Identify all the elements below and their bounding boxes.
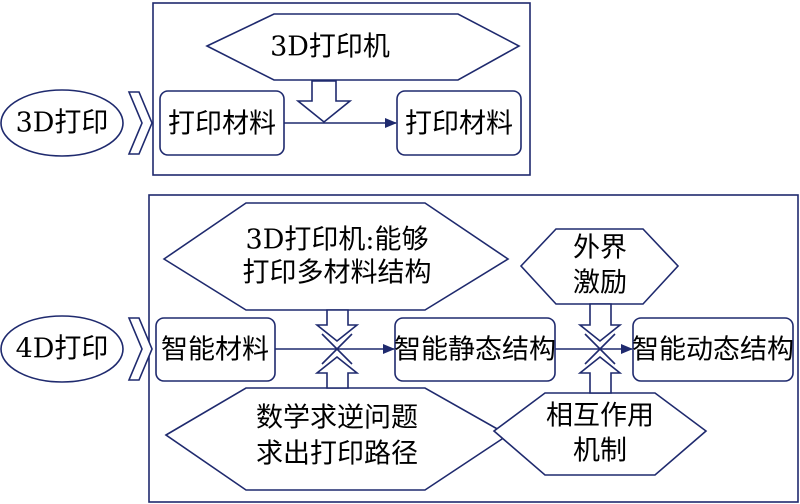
stimulus-line2: 激励 (573, 268, 627, 299)
stimulus-line1: 外界 (573, 233, 627, 264)
down-arrow-3d-icon (295, 80, 353, 124)
label-3d-text: 3D打印 (16, 108, 109, 139)
math-line2: 求出打印路径 (256, 439, 418, 470)
dynamic-structure-text: 智能动态结构 (632, 335, 794, 366)
printer-4d-line1: 3D打印机:能够 (246, 225, 429, 256)
label-3d-ellipse (0, 89, 124, 157)
interaction-line2: 机制 (573, 436, 627, 467)
static-structure-text: 智能静态结构 (394, 335, 556, 366)
chevron-3d-icon (127, 91, 153, 155)
output-material-box-3d (396, 90, 522, 156)
section-3d-frame (152, 2, 531, 176)
up-arrow-4d-left-icon (314, 355, 360, 389)
junction-cross-2 (584, 333, 616, 365)
printer-3d-text: 3D打印机 (270, 32, 390, 63)
printer-4d-line2: 打印多材料结构 (243, 258, 432, 289)
junction-cross-1 (321, 333, 353, 365)
down-arrow-4d-right-icon (577, 303, 623, 343)
output-material-text-3d: 打印材料 (405, 109, 513, 140)
printer-3d-diamond (205, 13, 521, 81)
smart-material-text: 智能材料 (161, 335, 269, 366)
up-arrow-4d-right-icon (577, 355, 623, 394)
math-line1: 数学求逆问题 (256, 403, 418, 434)
interaction-diamond (492, 392, 708, 476)
label-4d-ellipse (0, 315, 124, 383)
label-4d-text: 4D打印 (16, 334, 109, 365)
input-material-text-3d: 打印材料 (168, 109, 276, 140)
printer-4d-diamond (162, 202, 510, 311)
chevron-4d-icon (127, 317, 153, 381)
stimulus-diamond (519, 228, 680, 305)
interaction-line1: 相互作用 (546, 401, 654, 432)
section-3d: 3D打印 3D打印机 打印材料 打印材料 (0, 2, 531, 176)
down-arrow-4d-left-icon (314, 309, 360, 343)
dynamic-structure-box (632, 317, 794, 382)
section-4d: 4D打印 3D打印机:能够 打印多材料结构 外界 激励 数学求逆问题 求出打印路… (0, 194, 799, 503)
